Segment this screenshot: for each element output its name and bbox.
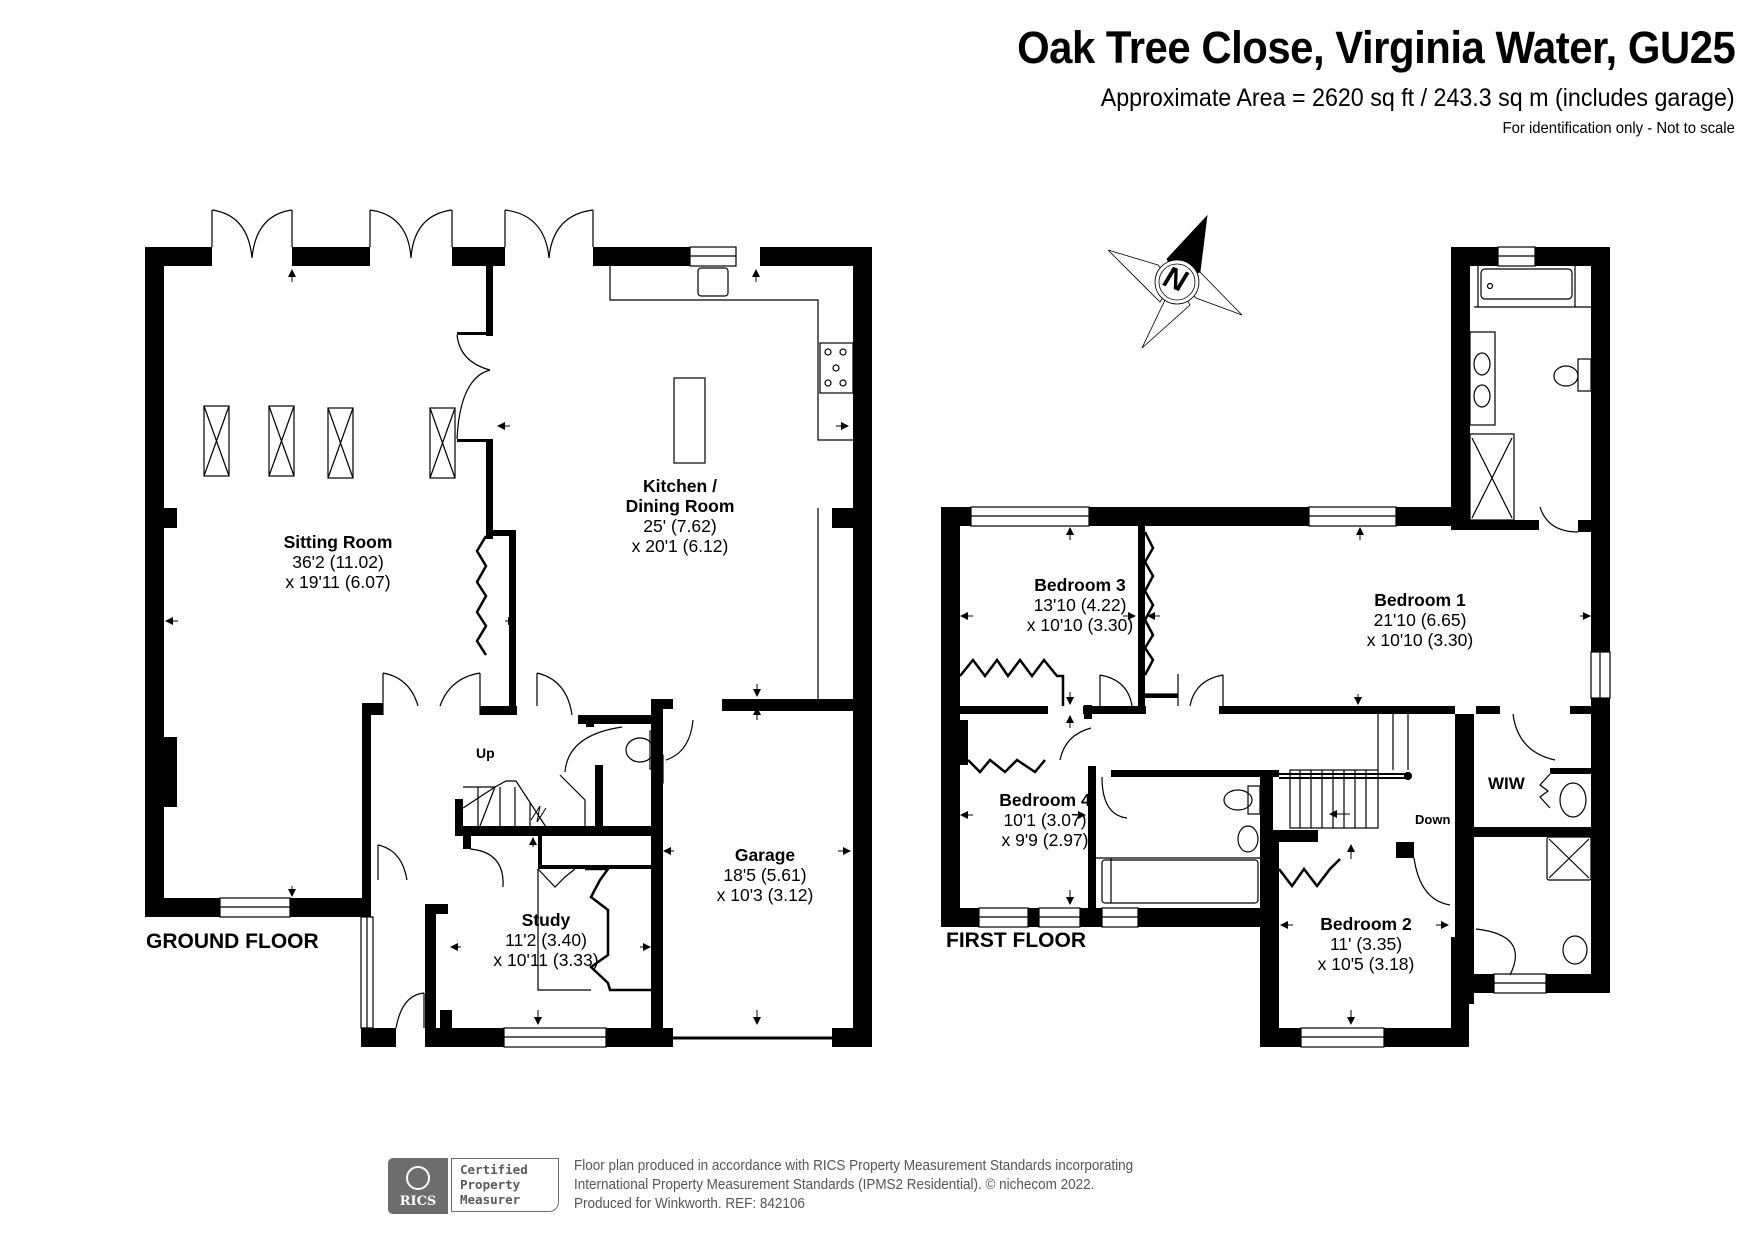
ground-floor-label: GROUND FLOOR [146,930,319,953]
room-name: Study [521,910,571,930]
rics-logo: RICS [388,1158,448,1214]
room-bedroom-4: Bedroom 4 10'1 (3.07) x 9'9 (2.97) [999,790,1090,850]
stairs-up-label: Up [476,745,495,761]
room-study: Study 11'2 (3.40) x 10'11 (3.33) [493,910,598,970]
badge-line: Property [460,1177,521,1192]
page-title: Oak Tree Close, Virginia Water, GU25 [1016,22,1736,73]
rics-certified-badge: RICS Certified Property Measurer [388,1158,562,1214]
room-wiw: WIW [1488,774,1525,793]
footer-line: International Property Measurement Stand… [574,1177,1095,1193]
room-dimension: 25' (7.62) [643,516,717,536]
room-kitchen-dining: Kitchen / Dining Room 25' (7.62) x 20'1 … [626,476,735,556]
badge-line: Measurer [460,1192,521,1207]
certified-measurer-label: Certified Property Measurer [451,1158,559,1212]
room-dimension: x 9'9 (2.97) [1001,830,1089,850]
rics-lion-icon [406,1166,430,1190]
room-dimension: 21'10 (6.65) [1373,610,1467,630]
room-name: Bedroom 3 [1034,575,1126,595]
ground-floor-measure-arrows [165,269,851,1025]
room-bedroom-2: Bedroom 2 11' (3.35) x 10'5 (3.18) [1318,914,1415,974]
room-dimension: x 10'3 (3.12) [716,885,814,905]
first-floor-walls [941,247,1610,1047]
room-dimension: x 19'11 (6.07) [285,572,391,592]
room-dimension: x 10'10 (3.30) [1366,630,1474,650]
approximate-area: Approximate Area = 2620 sq ft / 243.3 sq… [1101,84,1735,112]
room-dimension: 11' (3.35) [1329,934,1403,954]
room-name: Dining Room [625,496,735,516]
room-name: Bedroom 4 [999,790,1091,810]
skylight-icons [203,405,456,479]
room-dimension: 18'5 (5.61) [723,865,807,885]
first-floor-fixtures [959,246,1611,1048]
room-bedroom-3: Bedroom 3 13'10 (4.22) x 10'10 (3.30) [1027,575,1133,635]
ground-floor-fixtures [203,209,854,1048]
room-name: Kitchen / [643,476,717,496]
room-dimension: x 10'10 (3.30) [1026,615,1134,635]
ground-floor-walls [145,247,872,1047]
room-name: Garage [734,845,796,865]
room-dimension: x 20'1 (6.12) [631,536,729,556]
room-dimension: 36'2 (11.02) [292,552,384,572]
first-floor-measure-arrows [960,527,1591,1025]
room-dimension: 11'2 (3.40) [505,930,587,950]
room-dimension: 13'10 (4.22) [1033,595,1127,615]
room-bedroom-1: Bedroom 1 21'10 (6.65) x 10'10 (3.30) [1367,590,1473,650]
north-compass-icon [1107,214,1243,349]
room-dimension: 10'1 (3.07) [1003,810,1087,830]
room-dimension: x 10'5 (3.18) [1317,954,1415,974]
scale-disclaimer: For identification only - Not to scale [1502,120,1735,137]
badge-line: Certified [460,1162,528,1177]
room-name: Sitting Room [283,532,393,552]
room-dimension: x 10'11 (3.33) [493,950,599,970]
rics-org-label: RICS [399,1194,437,1209]
first-floor-label: FIRST FLOOR [946,929,1086,952]
stairs-down-label: Down [1415,812,1451,827]
footer-disclaimer: Floor plan produced in accordance with R… [574,1157,1133,1214]
room-name: Bedroom 2 [1320,914,1412,934]
room-name: Bedroom 1 [1374,590,1466,610]
footer-line: Floor plan produced in accordance with R… [574,1158,1134,1174]
room-garage: Garage 18'5 (5.61) x 10'3 (3.12) [717,845,814,905]
footer-line: Produced for Winkworth. REF: 842106 [574,1196,805,1212]
room-sitting-room: Sitting Room 36'2 (11.02) x 19'11 (6.07) [284,532,393,592]
